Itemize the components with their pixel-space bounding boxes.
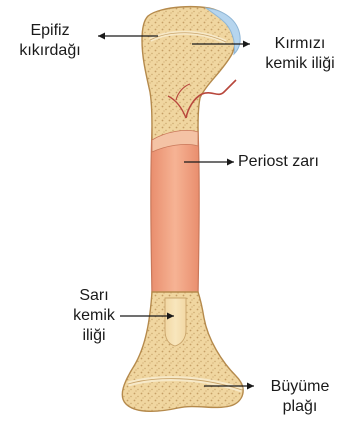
label-epifiz-line1: Epifiz <box>4 21 96 41</box>
label-kirmizi-line2: kemik iliği <box>252 54 348 74</box>
label-periost-line1: Periost zarı <box>238 152 319 172</box>
proximal-epiphysis <box>142 7 235 140</box>
label-sari-kemik-iligi: Sarı kemik iliği <box>62 286 126 346</box>
label-buyume-line2: plağı <box>258 397 342 417</box>
label-kirmizi-kemik-iligi: Kırmızı kemik iliği <box>252 34 348 74</box>
label-periost-zari: Periost zarı <box>238 152 319 172</box>
label-buyume-line1: Büyüme <box>258 377 342 397</box>
label-sari-line2: kemik <box>62 306 126 326</box>
label-epifiz-kikirdagi: Epifiz kıkırdağı <box>4 21 96 61</box>
label-sari-line3: iliği <box>62 326 126 346</box>
medullary-cavity <box>165 298 186 346</box>
label-sari-line1: Sarı <box>62 286 126 306</box>
label-epifiz-line2: kıkırdağı <box>4 41 96 61</box>
diaphysis-shaft <box>151 128 199 298</box>
label-kirmizi-line1: Kırmızı <box>252 34 348 54</box>
label-buyume-plagi: Büyüme plağı <box>258 377 342 417</box>
